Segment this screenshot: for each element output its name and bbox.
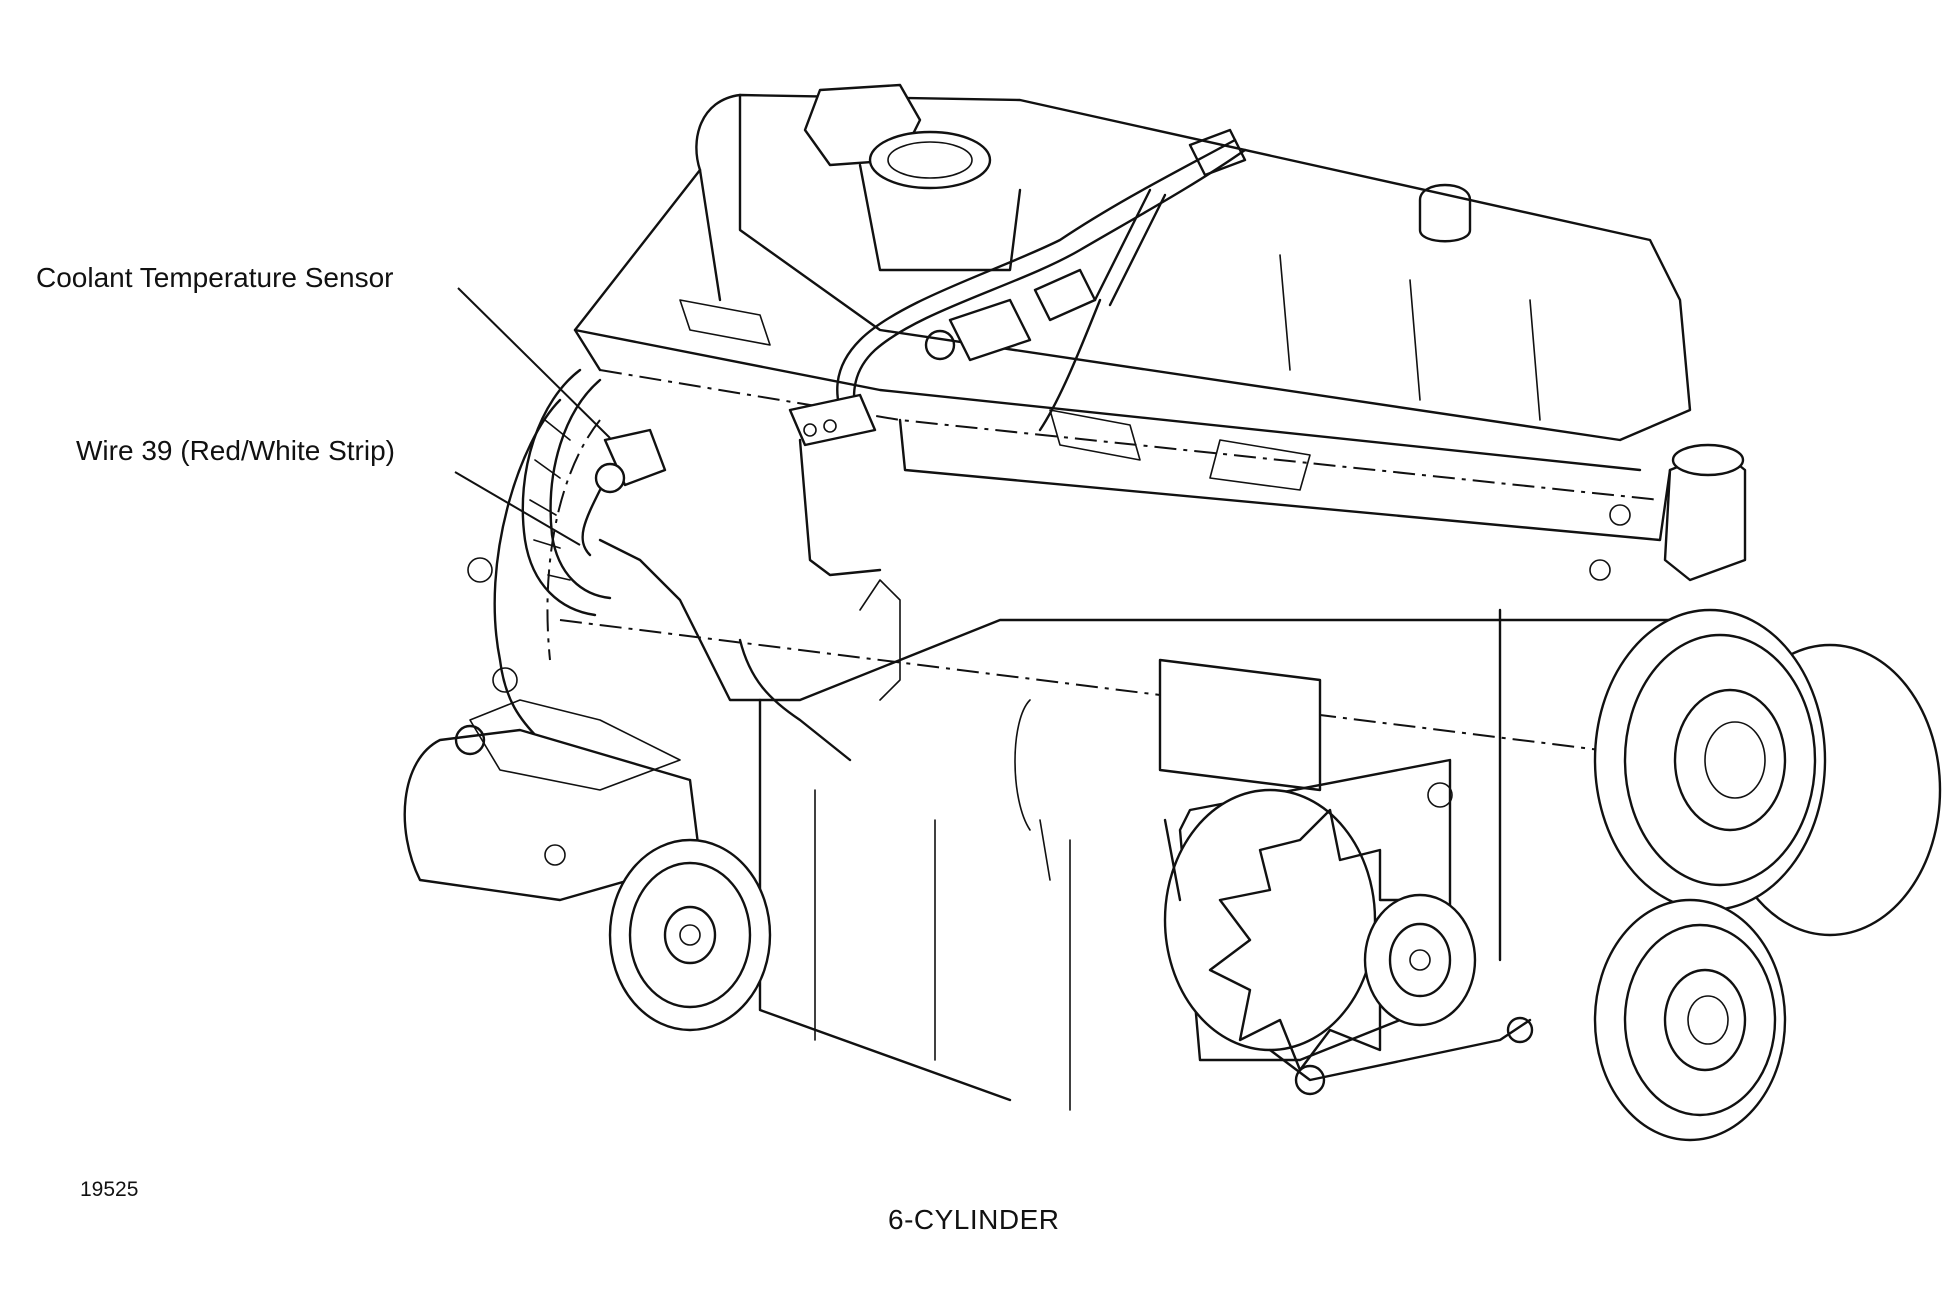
starter-motor [403, 699, 772, 1032]
leader-lines [454, 287, 611, 546]
figure-caption: 6-CYLINDER [888, 1204, 1060, 1235]
alternator [1158, 658, 1534, 1096]
wire-harness [788, 128, 1247, 577]
coolant-sensor-leader [457, 287, 611, 439]
engine-block [559, 538, 1702, 1111]
valve-cover [573, 93, 1692, 542]
coolant-temperature-sensor [581, 428, 667, 557]
crankshaft-pulleys [1593, 608, 1942, 1142]
wire-39-label: Wire 39 (Red/White Strip) [76, 435, 395, 466]
bell-housing [467, 398, 601, 742]
figure-number: 19525 [80, 1178, 139, 1201]
coolant-sensor-label: Coolant Temperature Sensor [36, 262, 394, 293]
oil-filler-cap [803, 83, 1022, 272]
thermostat-housing [1589, 443, 1747, 582]
coolant-hose [521, 368, 612, 617]
wire-39-leader [454, 471, 581, 546]
